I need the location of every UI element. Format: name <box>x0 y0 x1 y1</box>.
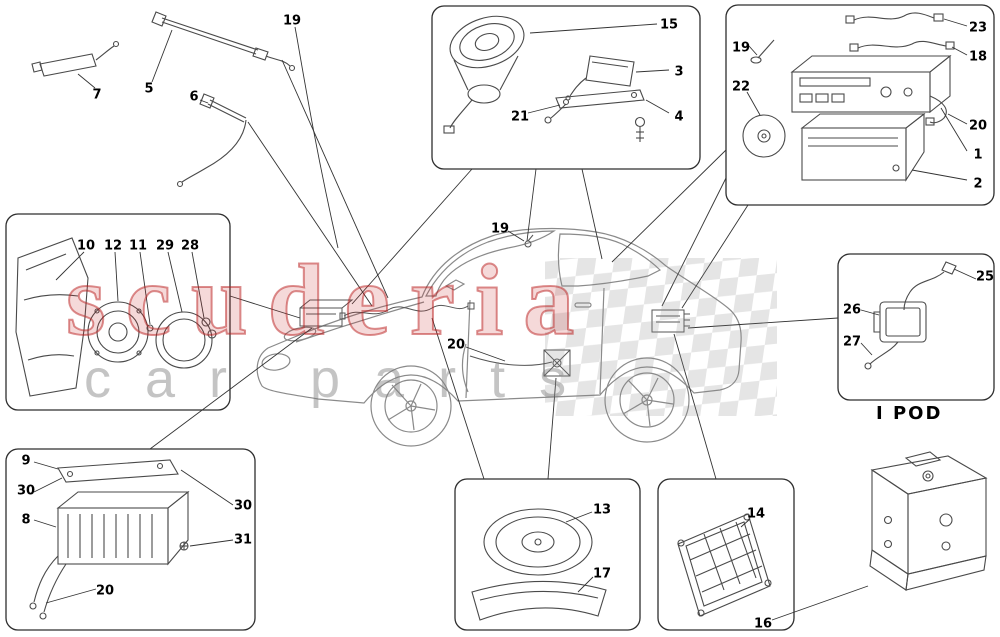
cd-changer-sketch <box>800 113 926 129</box>
antenna-bracket-sketch <box>555 89 645 109</box>
amplifier-unit-sketch <box>56 491 190 509</box>
callout-15: 15 <box>659 17 679 33</box>
panel-amplifier <box>5 448 256 631</box>
cable-23-sketch <box>853 12 935 21</box>
callout-28: 28 <box>180 238 200 254</box>
subwoofer-sketch <box>483 508 593 576</box>
washer-sketch <box>201 317 211 327</box>
callout-5: 5 <box>144 81 154 97</box>
ipod-cable-sketch <box>903 271 945 311</box>
door-trim-sketch <box>15 237 89 397</box>
checkered-flag-band <box>545 258 777 416</box>
head-unit-parts <box>742 12 955 182</box>
callout-2: 2 <box>973 176 983 192</box>
antenna-parts <box>31 11 296 188</box>
antenna-rod-sketch <box>161 17 259 51</box>
callout-22: 22 <box>731 79 751 95</box>
panel-subwoofer <box>454 478 641 631</box>
callout-30-left: 30 <box>16 483 36 499</box>
callout-19-radio: 19 <box>731 40 751 56</box>
mounting-bracket-sketch <box>870 455 988 495</box>
callout-4: 4 <box>674 109 684 125</box>
callout-3: 3 <box>674 64 684 80</box>
callout-16: 16 <box>753 616 773 632</box>
callout-19-roof: 19 <box>490 221 510 237</box>
control-unit-sketch <box>677 513 771 617</box>
cd-disc-sketch <box>742 114 786 158</box>
panel-control-unit <box>657 478 795 631</box>
amplifier-lead-sketch <box>33 555 59 603</box>
radio-head-unit-sketch <box>790 55 952 73</box>
callout-21: 21 <box>510 109 530 125</box>
cable-18-sketch <box>857 40 947 49</box>
callout-31: 31 <box>233 532 253 548</box>
panel-head-unit-cd-changer <box>725 4 995 206</box>
callout-6: 6 <box>189 89 199 105</box>
ipod-kit-parts <box>864 261 957 370</box>
parcel-shelf-sketch <box>471 580 607 621</box>
callout-27: 27 <box>842 334 862 350</box>
callout-12: 12 <box>103 238 123 254</box>
callout-7: 7 <box>92 87 102 103</box>
callout-20-door: 20 <box>446 337 466 353</box>
antenna-amplifier-sketch <box>39 53 97 77</box>
speaker-ring-sketch <box>155 311 213 369</box>
roof-speaker-parts <box>443 15 646 142</box>
callout-8: 8 <box>21 512 31 528</box>
door-speaker-sketch <box>87 301 149 363</box>
roof-speaker-sketch <box>449 15 525 69</box>
speaker-clip-sketch <box>146 324 154 332</box>
amplifier-bracket-sketch <box>57 459 179 483</box>
sill-cable-sketch <box>469 355 553 366</box>
callout-30-right: 30 <box>233 498 253 514</box>
callout-20-amp: 20 <box>95 583 115 599</box>
ipod-interface-module-sketch <box>879 301 927 343</box>
bolt-sketch <box>634 116 646 128</box>
callout-20-cable: 20 <box>968 118 988 134</box>
callout-1: 1 <box>973 147 983 163</box>
ipod-label: I POD <box>876 403 943 424</box>
panel-roof-speaker-antenna <box>431 5 701 170</box>
ipod-lead-sketch <box>869 341 899 365</box>
subwoofer-parts <box>471 508 607 621</box>
antenna-mast-sketch <box>757 39 775 59</box>
callout-11: 11 <box>128 238 148 254</box>
panel-ipod-kit <box>837 253 995 401</box>
control-unit-parts <box>677 513 772 617</box>
wiring-harness-sketch <box>343 304 469 317</box>
front-speaker-parts <box>15 237 217 397</box>
leader-lines <box>33 18 977 621</box>
antenna-rod2-sketch <box>209 99 247 119</box>
callout-13: 13 <box>592 502 612 518</box>
dash-head-unit-sketch <box>299 307 343 327</box>
panel-front-speakers <box>5 213 231 411</box>
callout-26: 26 <box>842 302 862 318</box>
callout-18: 18 <box>968 49 988 65</box>
callout-29: 29 <box>155 238 175 254</box>
amplifier-parts <box>29 459 190 620</box>
callout-17: 17 <box>592 566 612 582</box>
callout-10: 10 <box>76 238 96 254</box>
callout-23: 23 <box>968 20 988 36</box>
callout-25: 25 <box>975 269 995 285</box>
callout-14: 14 <box>746 506 766 522</box>
mounting-bracket-parts <box>869 451 988 591</box>
callout-19-antenna: 19 <box>282 13 302 29</box>
gps-antenna-module-sketch <box>585 55 635 87</box>
callout-9: 9 <box>21 453 31 469</box>
